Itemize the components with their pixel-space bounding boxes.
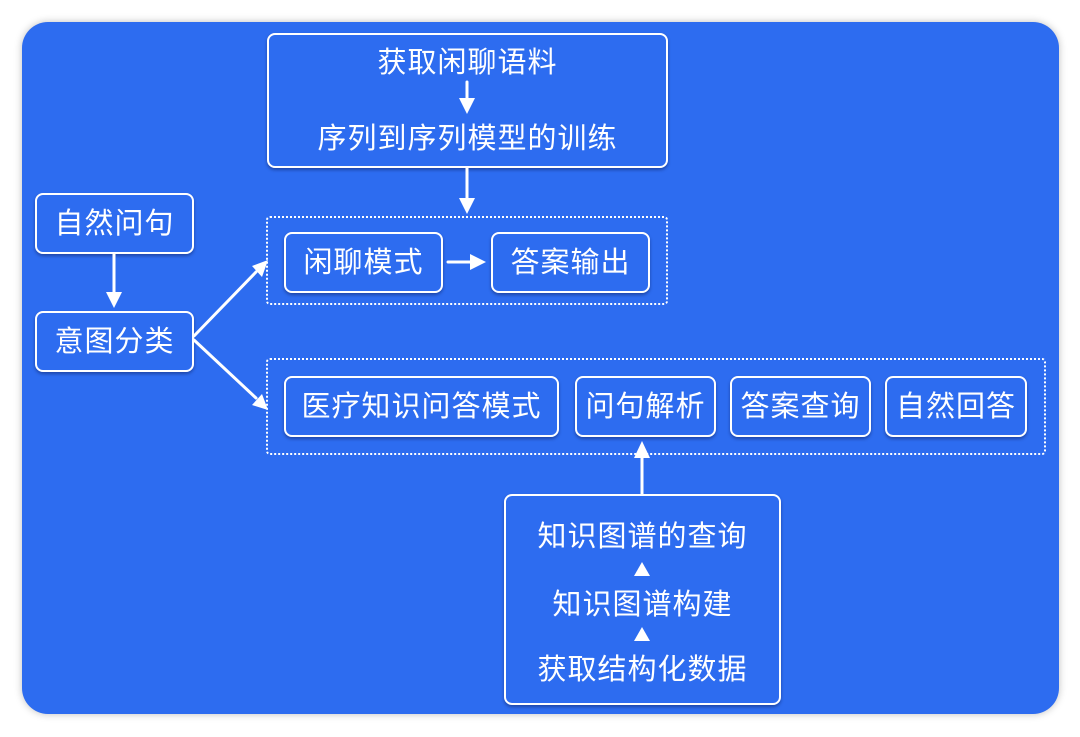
natural-answer-node: 自然回答 <box>885 376 1027 437</box>
answer-output-node: 答案输出 <box>491 232 650 293</box>
intent-classification-node: 意图分类 <box>35 311 194 372</box>
seq2seq-training-label: 序列到序列模型的训练 <box>317 121 618 155</box>
question-parsing-node: 问句解析 <box>575 376 716 437</box>
structured-data-label: 获取结构化数据 <box>537 652 748 686</box>
natural-question-node: 自然问句 <box>35 193 194 254</box>
answer-query-node: 答案查询 <box>730 376 871 437</box>
chat-corpus-label: 获取闲聊语料 <box>377 45 558 79</box>
kg-query-label: 知识图谱的查询 <box>537 519 748 553</box>
kg-construction-label: 知识图谱构建 <box>552 587 733 621</box>
medical-qa-mode-node: 医疗知识问答模式 <box>284 376 559 437</box>
chat-mode-node: 闲聊模式 <box>284 232 443 293</box>
